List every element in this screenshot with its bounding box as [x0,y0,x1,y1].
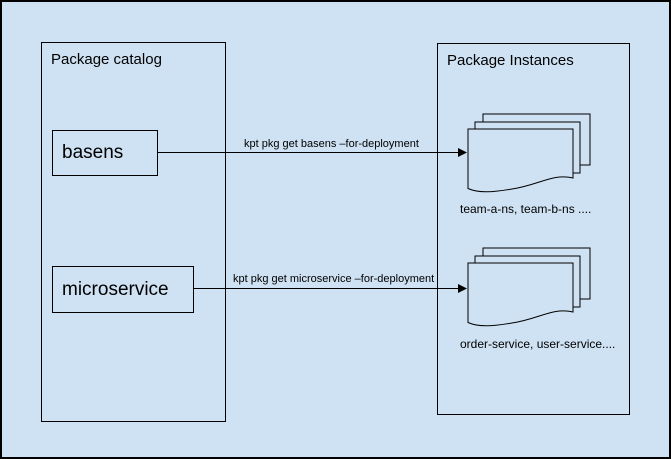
arrow-label-microservice: kpt pkg get microservice –for-deployment [233,273,435,285]
instances-caption-namespaces: team-a-ns, team-b-ns .... [460,202,592,216]
package-microservice-box: microservice [52,266,194,313]
package-instances-title: Package Instances [447,52,574,69]
package-instances-box: Package Instances [437,43,630,415]
package-catalog-box: Package catalog basens microservice [41,42,226,422]
package-basens-label: basens [62,142,124,163]
package-catalog-title: Package catalog [51,51,162,68]
package-microservice-label: microservice [62,278,169,300]
arrow-label-basens: kpt pkg get basens –for-deployment [244,138,419,150]
package-basens-box: basens [52,130,158,176]
instances-caption-services: order-service, user-service.... [460,337,616,351]
